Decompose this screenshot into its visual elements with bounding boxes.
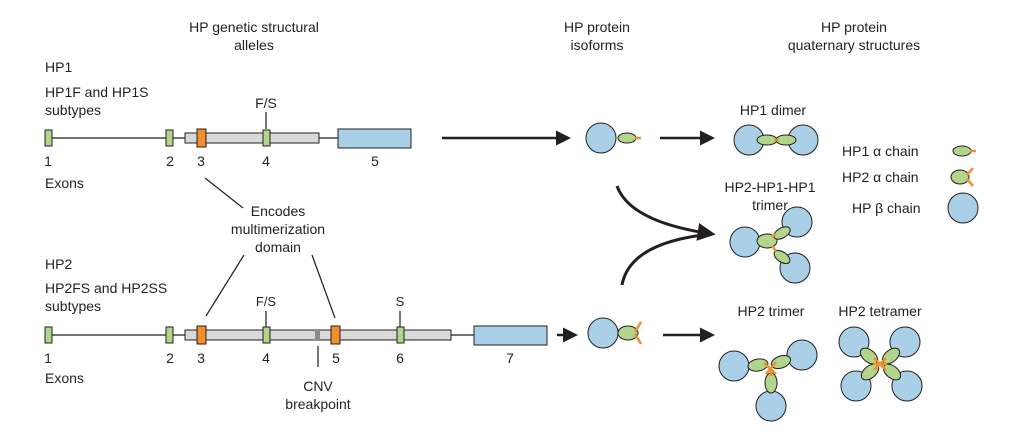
flow-arrows xyxy=(442,130,716,343)
hp2-isoform xyxy=(587,317,643,349)
hp2-exon-number-2: 2 xyxy=(166,350,174,366)
multimer-note-line1: Encodes xyxy=(250,203,306,219)
hp1-exon-5 xyxy=(337,128,412,149)
hp2-trimer-label: HP2 trimer xyxy=(737,303,805,319)
mixed-trimer-label-line2: trimer xyxy=(752,197,788,213)
quaternary-header-line2: quaternary structures xyxy=(787,37,921,53)
hp1-exon-number-4: 4 xyxy=(262,153,270,169)
hp1-exon-2 xyxy=(165,129,174,147)
hp2-exon-2 xyxy=(165,326,174,344)
hp2-variant-label-exon4: F/S xyxy=(255,294,277,309)
hp2-subtypes-line1: HP2FS and HP2SS xyxy=(45,280,168,296)
hp2-exons-label: Exons xyxy=(45,370,84,386)
hp1-exon-number-1: 1 xyxy=(44,153,52,169)
multimer-pointer-lines xyxy=(204,177,336,319)
hp1-exon-number-3: 3 xyxy=(197,153,205,169)
hp2-exon-number-1: 1 xyxy=(44,350,52,366)
hp1-exon-4 xyxy=(262,129,271,147)
cnv-breakpoint-label: CNV breakpoint xyxy=(285,377,350,413)
multimer-note-line3: domain xyxy=(255,239,301,255)
hp2-trimer-structure xyxy=(718,339,818,422)
alleles-header: HP genetic structural alleles xyxy=(189,18,319,54)
legend-hp-beta-icon xyxy=(947,192,979,224)
legend-hp2-alpha-label: HP2 α chain xyxy=(842,169,919,185)
isoforms-header-line1: HP protein xyxy=(564,19,630,35)
hp2-tetramer-label: HP2 tetramer xyxy=(838,303,922,319)
hp1-exon-number-2: 2 xyxy=(166,153,174,169)
hp2-exon-number-4: 4 xyxy=(262,350,270,366)
multimer-note: Encodes multimerization domain xyxy=(231,202,325,256)
hp1-exon-number-5: 5 xyxy=(371,153,379,169)
multimer-note-line2: multimerization xyxy=(230,221,326,237)
hp2-variant-label-exon6: S xyxy=(395,294,405,309)
legend-hp-beta-label: HP β chain xyxy=(852,200,921,216)
hp1-variant-label: F/S xyxy=(255,95,277,111)
hp2-subtypes-line2: subtypes xyxy=(45,298,102,314)
hp2-title: HP2 xyxy=(45,256,73,272)
hp2-exon-1 xyxy=(44,326,53,344)
hp1-gene-structure xyxy=(44,112,412,149)
quaternary-header-line1: HP protein xyxy=(821,19,887,35)
hp2-exon-5 xyxy=(330,325,341,345)
hp2-hp1-hp1-trimer-structure xyxy=(729,206,813,284)
hp1-dimer-label: HP1 dimer xyxy=(739,102,807,118)
hp1-subtypes-line2: subtypes xyxy=(45,102,102,118)
hp2-exon-number-5: 5 xyxy=(332,350,340,366)
mixed-trimer-label-line1: HP2-HP1-HP1 xyxy=(724,179,816,195)
hp2-exon-3 xyxy=(196,325,207,345)
quaternary-header: HP protein quaternary structures xyxy=(788,18,920,54)
mixed-trimer-label: HP2-HP1-HP1 trimer xyxy=(724,178,815,214)
hp1-exon-1 xyxy=(44,129,53,147)
hp2-tetramer-structure xyxy=(838,326,923,402)
hp1-exon-3 xyxy=(196,128,207,148)
legend-hp1-alpha-label: HP1 α chain xyxy=(842,143,919,159)
hp2-exon-6 xyxy=(396,326,405,344)
legend-hp2-alpha-icon xyxy=(950,167,974,187)
alleles-header-line2: alleles xyxy=(234,37,274,53)
hp2-exon-4 xyxy=(262,326,271,344)
hp1-subtypes-line1: HP1F and HP1S xyxy=(45,84,149,100)
cnv-label-line2: breakpoint xyxy=(285,396,351,412)
hp2-exon-number-6: 6 xyxy=(396,350,404,366)
hp1-isoform xyxy=(585,122,643,154)
hp2-exon-7 xyxy=(473,325,548,346)
hp2-exon-number-7: 7 xyxy=(506,350,514,366)
legend-hp1-alpha-icon xyxy=(952,145,976,157)
cnv-breakpoint-mark xyxy=(315,330,320,340)
cnv-label-line1: CNV xyxy=(303,378,333,394)
isoforms-header-line2: isoforms xyxy=(570,37,624,53)
hp1-exons-label: Exons xyxy=(45,175,84,191)
hp2-gene-structure xyxy=(44,311,548,367)
hp2-exon-number-3: 3 xyxy=(197,350,205,366)
isoforms-header: HP protein isoforms xyxy=(564,18,630,54)
alleles-header-line1: HP genetic structural xyxy=(189,19,319,35)
hp1-title: HP1 xyxy=(45,59,73,75)
hp1-dimer-structure xyxy=(733,124,819,156)
